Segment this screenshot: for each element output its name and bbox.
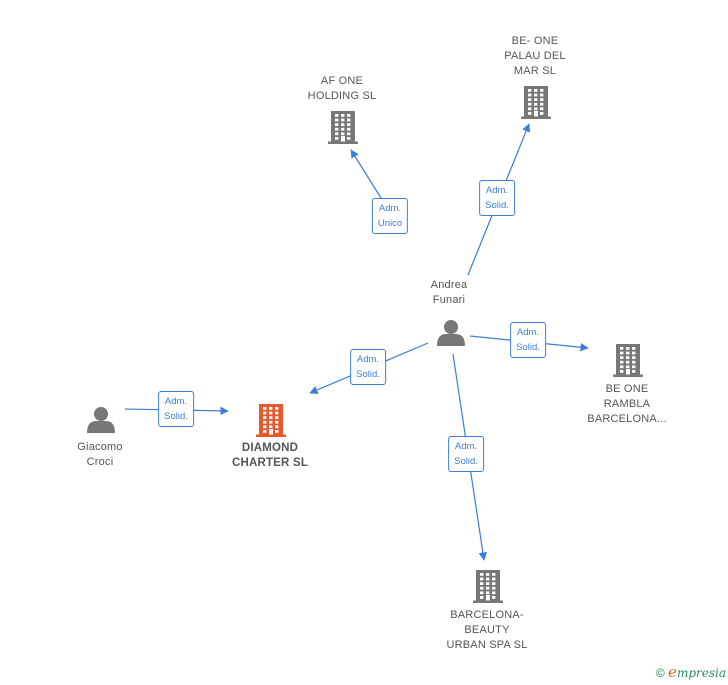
building-icon-diamond[interactable] xyxy=(256,404,286,437)
edge-label-andrea-to-be-one-rambla[interactable]: Adm. Solid. xyxy=(510,322,546,358)
node-label-be-one-rambla[interactable]: BE ONE RAMBLA BARCELONA... xyxy=(587,383,667,425)
building-icon-be-one-rambla[interactable] xyxy=(613,344,643,377)
node-label-andrea[interactable]: Andrea Funari xyxy=(430,279,468,306)
edge-label-andrea-to-barcelona-beauty[interactable]: Adm. Solid. xyxy=(448,436,484,472)
node-label-af-one[interactable]: AF ONE HOLDING SL xyxy=(307,75,377,102)
edge-label-andrea-to-diamond[interactable]: Adm. Solid. xyxy=(350,349,386,385)
brand-footer[interactable]: © empresia xyxy=(656,663,726,681)
edge-andrea-to-af-one xyxy=(350,149,382,199)
person-icon-giacomo[interactable] xyxy=(87,407,115,433)
brand-logo-e: e xyxy=(668,663,677,681)
building-icon-af-one[interactable] xyxy=(328,111,358,144)
node-label-barcelona-beauty[interactable]: BARCELONA- BEAUTY URBAN SPA SL xyxy=(446,609,528,651)
node-label-diamond[interactable]: DIAMOND CHARTER SL xyxy=(231,442,309,469)
edge-label-andrea-to-af-one[interactable]: Adm. Unico xyxy=(371,198,409,234)
brand-logo-text: mpresia xyxy=(676,666,726,680)
building-icon-be-one-palau[interactable] xyxy=(521,86,551,119)
copyright-symbol: © xyxy=(655,666,665,680)
node-label-giacomo[interactable]: Giacomo Croci xyxy=(77,441,123,468)
building-icon-barcelona-beauty[interactable] xyxy=(473,570,503,603)
node-label-be-one-palau[interactable]: BE- ONE PALAU DEL MAR SL xyxy=(504,35,566,77)
edge-label-giacomo-to-diamond[interactable]: Adm. Solid. xyxy=(158,391,194,427)
edge-label-andrea-to-be-one-palau[interactable]: Adm. Solid. xyxy=(479,180,515,216)
person-icon-andrea[interactable] xyxy=(437,320,465,346)
